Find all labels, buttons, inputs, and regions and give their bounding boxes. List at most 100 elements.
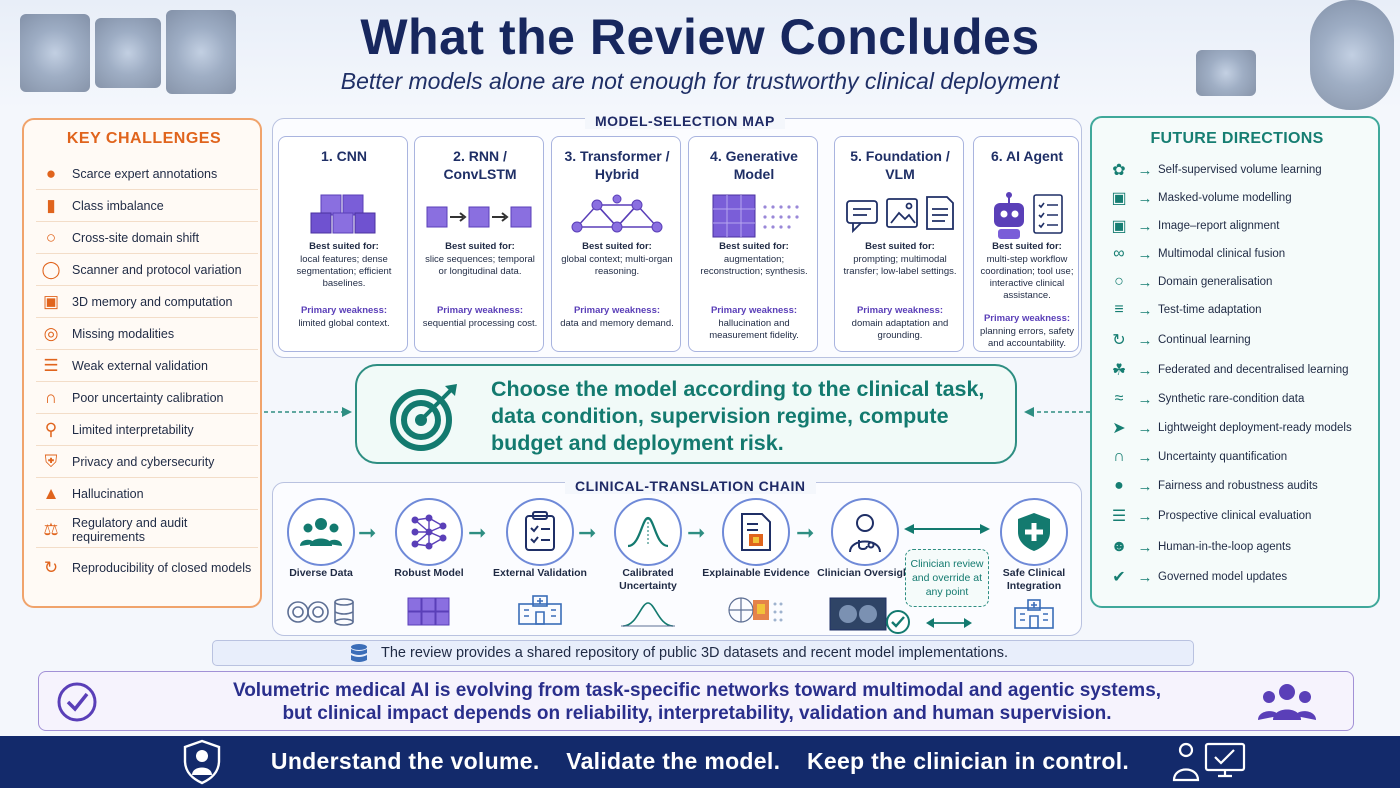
clinician-override-note: Clinician review and override at any poi… — [905, 549, 989, 607]
globe-icon: ○ — [45, 227, 57, 247]
arrow-right-icon: → — [1137, 568, 1153, 586]
challenge-item: ∩Poor uncertainty calibration — [36, 382, 258, 414]
arrow-right-icon: → — [1137, 217, 1153, 235]
best-suited-label: Best suited for: — [992, 241, 1062, 252]
monitor-check-icon — [829, 597, 910, 634]
page-title: What the Review Concludes — [360, 9, 1040, 65]
best-suited-text: global context; multi-organ reasoning. — [561, 254, 673, 277]
people-group-icon — [1258, 684, 1316, 720]
monitor-image — [1196, 50, 1256, 96]
sequence-icon — [426, 206, 532, 228]
best-suited-text: prompting; multimodal transfer; low-labe… — [843, 254, 957, 277]
challenge-item: ◎Missing modalities — [36, 318, 258, 350]
scanner-icon: ◯ — [41, 259, 61, 279]
repository-text: The review provides a shared repository … — [381, 645, 1009, 661]
fusion-icon: ∞ — [1113, 245, 1125, 262]
chain-arrow-icon: ➞ — [687, 520, 706, 545]
statement-text: Choose the model according to the clinic… — [491, 377, 985, 455]
target-icon — [390, 384, 457, 451]
footer-slogan-part: Validate the model. — [566, 748, 781, 774]
person-check-icon: ☻ — [1110, 538, 1128, 555]
future-item: ○→Domain generalisation — [1106, 268, 1376, 296]
bell-curve-icon: ∩ — [44, 387, 58, 407]
step-label: Safe Clinical Integration — [1002, 567, 1066, 592]
double-arrow-icon — [926, 618, 972, 628]
step-diverse-data — [287, 498, 355, 566]
challenge-item: ○Cross-site domain shift — [36, 222, 258, 254]
future-item: ↻→Continual learning — [1106, 326, 1376, 354]
future-item: ≈→Synthetic rare-condition data — [1106, 385, 1376, 413]
chat-image-document-icon — [846, 196, 954, 234]
model-card-cnn: 1. CNN Best suited for: local features; … — [278, 136, 408, 352]
model-card-rnn: 2. RNN / ConvLSTM Best suited for: slice… — [414, 136, 544, 352]
primary-weakness-text: sequential processing cost. — [422, 318, 538, 329]
arrow-right-icon: → — [1137, 331, 1153, 349]
challenge-item: ▣3D memory and computation — [36, 286, 258, 318]
card-title: 4. Generative Model — [710, 148, 798, 182]
best-suited-label: Best suited for: — [865, 241, 935, 252]
chain-arrow-icon: ➞ — [468, 520, 487, 545]
future-item: ✔→Governed model updates — [1106, 563, 1376, 591]
key-challenges-panel: KEY CHALLENGES ●Scarce expert annotation… — [22, 118, 262, 608]
future-directions-title: FUTURE DIRECTIONS — [1150, 130, 1324, 147]
shield-check-icon: ✔ — [1112, 569, 1126, 586]
footer-slogan-part: Keep the clinician in control. — [806, 748, 1130, 774]
arrow-right-icon: → — [1137, 448, 1153, 466]
chain-arrow-icon: ➞ — [578, 520, 597, 545]
footer-slogan-part: Understand the volume. — [270, 748, 540, 774]
arrow-right-icon: → — [1137, 189, 1153, 207]
best-suited-label: Best suited for: — [582, 241, 652, 252]
check-circle-icon — [57, 682, 97, 722]
clinician-icon — [849, 514, 881, 553]
arrow-right-icon: → — [1137, 390, 1153, 408]
arrow-right-icon: → — [1137, 361, 1153, 379]
warning-icon: ▲ — [42, 483, 60, 503]
chain-arrow-icon: ➞ — [358, 520, 377, 545]
dotted-circle-icon: ◎ — [43, 323, 59, 343]
checklist-icon: ☰ — [43, 355, 59, 375]
arrow-right-icon: → — [1137, 477, 1153, 495]
primary-weakness-label: Primary weakness: — [856, 305, 944, 316]
primary-weakness-label: Primary weakness: — [573, 305, 661, 316]
clipboard-check-icon — [525, 511, 555, 551]
card-title: 6. AI Agent — [990, 148, 1064, 164]
step-label: Robust Model — [394, 567, 464, 579]
dashed-arrow-right-icon — [1024, 407, 1090, 417]
sliders-icon: ≡ — [1114, 301, 1124, 318]
bell-curve-small-icon — [621, 602, 675, 627]
arrow-right-icon: → — [1137, 507, 1153, 525]
model-card-transformer: 3. Transformer / Hybrid Best suited for:… — [551, 136, 681, 352]
clinician-monitor-icon — [1172, 742, 1246, 782]
arrow-right-icon: → — [1137, 538, 1153, 556]
rocket-icon: ➤ — [1112, 420, 1126, 437]
ct-scan-image — [95, 18, 161, 88]
primary-weakness-text: domain adaptation and grounding. — [851, 318, 949, 341]
refresh-icon: ↻ — [43, 558, 59, 577]
model-map-title: MODEL-SELECTION MAP — [585, 113, 785, 129]
step-robust-model — [395, 498, 463, 566]
future-item: ▣→Image–report alignment — [1106, 212, 1376, 240]
future-item: ∩→Uncertainty quantification — [1106, 443, 1376, 471]
hospital-icon — [1014, 599, 1054, 629]
challenge-item: ⚖Regulatory and audit requirements — [36, 512, 258, 548]
conclusion-text: Volumetric medical AI is evolving from t… — [159, 679, 1235, 725]
bell-curve-icon — [627, 516, 669, 548]
model-choice-statement: Choose the model according to the clinic… — [355, 364, 1017, 464]
shield-cross-icon — [1018, 513, 1050, 551]
challenge-item: ☰Weak external validation — [36, 350, 258, 382]
scales-icon: ⚖ — [43, 519, 59, 539]
future-item: ☘→Federated and decentralised learning — [1106, 356, 1376, 384]
database-icon — [351, 644, 367, 662]
primary-weakness-text: planning errors, safety and accountabili… — [980, 326, 1074, 349]
future-item: ☰→Prospective clinical evaluation — [1106, 502, 1376, 530]
conclusion-line: Volumetric medical AI is evolving from t… — [232, 680, 1162, 701]
neural-network-icon — [411, 514, 447, 550]
step-clinician-oversight — [831, 498, 899, 566]
challenge-item: ⛨Privacy and cybersecurity — [36, 446, 258, 478]
cubes-icon — [310, 194, 376, 234]
challenge-item: ▮Class imbalance — [36, 190, 258, 222]
primary-weakness-label: Primary weakness: — [436, 305, 524, 316]
future-item: ●→Fairness and robustness audits — [1106, 472, 1376, 500]
body-scan-image — [1310, 0, 1394, 110]
future-directions-panel: FUTURE DIRECTIONS ✿→Self-supervised volu… — [1090, 116, 1380, 608]
